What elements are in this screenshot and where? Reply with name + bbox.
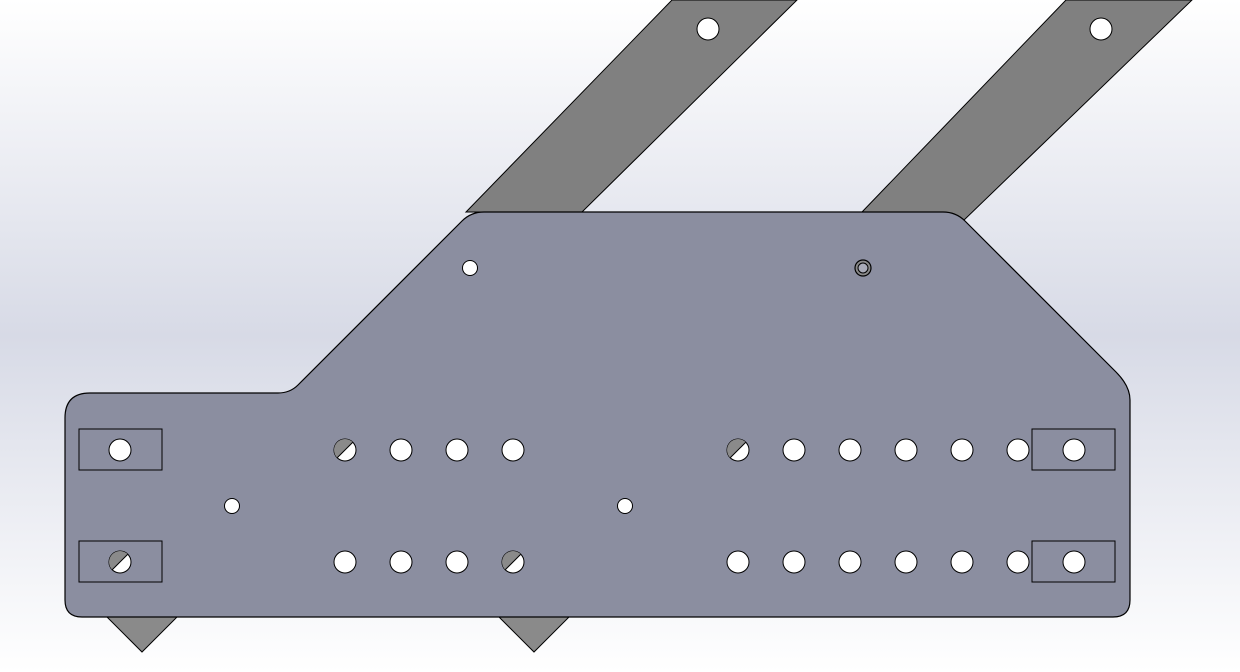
support-struts — [464, 0, 1193, 223]
screw-slot — [729, 441, 747, 459]
hole[interactable] — [838, 438, 862, 462]
hole[interactable] — [1062, 438, 1086, 462]
tab-right-top[interactable] — [1031, 428, 1116, 471]
hole[interactable] — [445, 438, 469, 462]
screw-head — [727, 439, 746, 458]
tab-right-bottom[interactable] — [1031, 540, 1116, 583]
screw-head — [334, 439, 353, 458]
hole[interactable] — [462, 260, 478, 276]
hole[interactable] — [389, 550, 413, 574]
screw-head — [502, 551, 521, 570]
screw-slot — [111, 553, 129, 571]
corner-tabs — [78, 428, 1116, 583]
hole[interactable] — [333, 550, 357, 574]
screw-head — [109, 551, 128, 570]
hole[interactable] — [838, 550, 862, 574]
hole[interactable] — [1006, 438, 1030, 462]
hole[interactable] — [389, 438, 413, 462]
screw-slot — [336, 441, 354, 459]
hole[interactable] — [1006, 550, 1030, 574]
hole[interactable] — [224, 498, 240, 514]
hole[interactable] — [1062, 550, 1086, 574]
hole[interactable] — [501, 438, 525, 462]
strut-left-hole[interactable] — [696, 17, 720, 41]
hole[interactable] — [108, 438, 132, 462]
strut-right-hole[interactable] — [1089, 17, 1113, 41]
hole[interactable] — [782, 438, 806, 462]
plate-holes — [108, 259, 1086, 574]
hole[interactable] — [782, 550, 806, 574]
hole[interactable] — [950, 438, 974, 462]
hole[interactable] — [726, 550, 750, 574]
hole[interactable] — [445, 550, 469, 574]
hole[interactable] — [617, 498, 633, 514]
tab-left-bottom[interactable] — [78, 540, 163, 583]
threaded-hole-inner — [857, 262, 869, 274]
screw-slot — [504, 553, 522, 571]
mounting-plate[interactable] — [64, 211, 1131, 618]
hole[interactable] — [894, 438, 918, 462]
tab-left-top[interactable] — [78, 428, 163, 471]
hole[interactable] — [950, 550, 974, 574]
hole[interactable] — [894, 550, 918, 574]
